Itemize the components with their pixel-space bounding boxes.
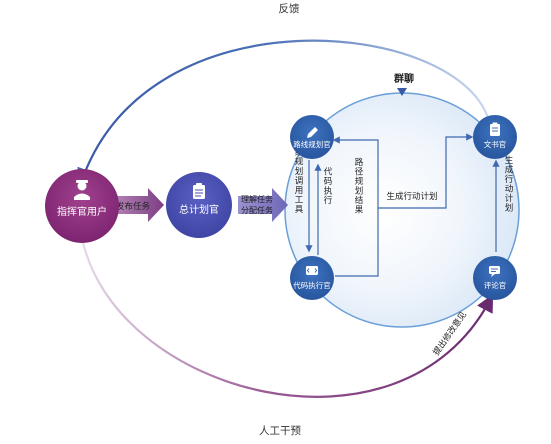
code-officer-label: 代码执行官 [293,280,331,290]
planner-node[interactable]: 总计划官 [166,172,232,238]
planner-label: 总计划官 [179,203,219,216]
clipboard-icon [193,183,205,199]
feedback-label: 反馈 [279,2,300,15]
gen-plan-vertical-label: 生成行动计划 [503,155,513,213]
code-exec-label: 代码执行 [322,166,332,205]
commander-icon [74,180,90,200]
route-officer-label: 路线规划官 [293,139,331,149]
group-chat-label: 群聊 [394,72,414,85]
doc-clipboard-icon [490,122,500,136]
pencil-icon [307,127,318,138]
route-tool-label: 路线规划调用工具 [293,137,303,214]
chat-icon [489,266,500,277]
code-officer-node[interactable]: 代码执行官 [290,256,334,300]
human-intervention-label: 人工干预 [259,425,301,437]
review-officer-node[interactable]: 评论官 [473,256,517,300]
understand-task-label: 理解任务 [241,194,273,204]
assign-task-arrow [238,188,288,222]
feedback-arc [77,39,490,187]
human-intervention-arc [80,237,494,398]
doc-officer-label: 文书官 [484,139,507,149]
gen-plan-label: 生成行动计划 [386,191,437,202]
publish-task-label: 发布任务 [116,201,151,212]
route-result-label: 路径规划结果 [353,157,363,215]
assign-task-label: 分配任务 [241,205,273,215]
code-icon [306,266,318,275]
review-officer-label: 评论官 [484,280,507,290]
commander-label: 指挥官用户 [57,205,107,218]
doc-officer-node[interactable]: 文书官 [473,115,517,159]
route-officer-node[interactable]: 路线规划官 [290,115,334,159]
commander-node[interactable]: 指挥官用户 [45,169,119,243]
gen-plan-connector [378,133,474,209]
publish-task-arrow [112,188,164,222]
group-chat-marker [397,88,407,96]
